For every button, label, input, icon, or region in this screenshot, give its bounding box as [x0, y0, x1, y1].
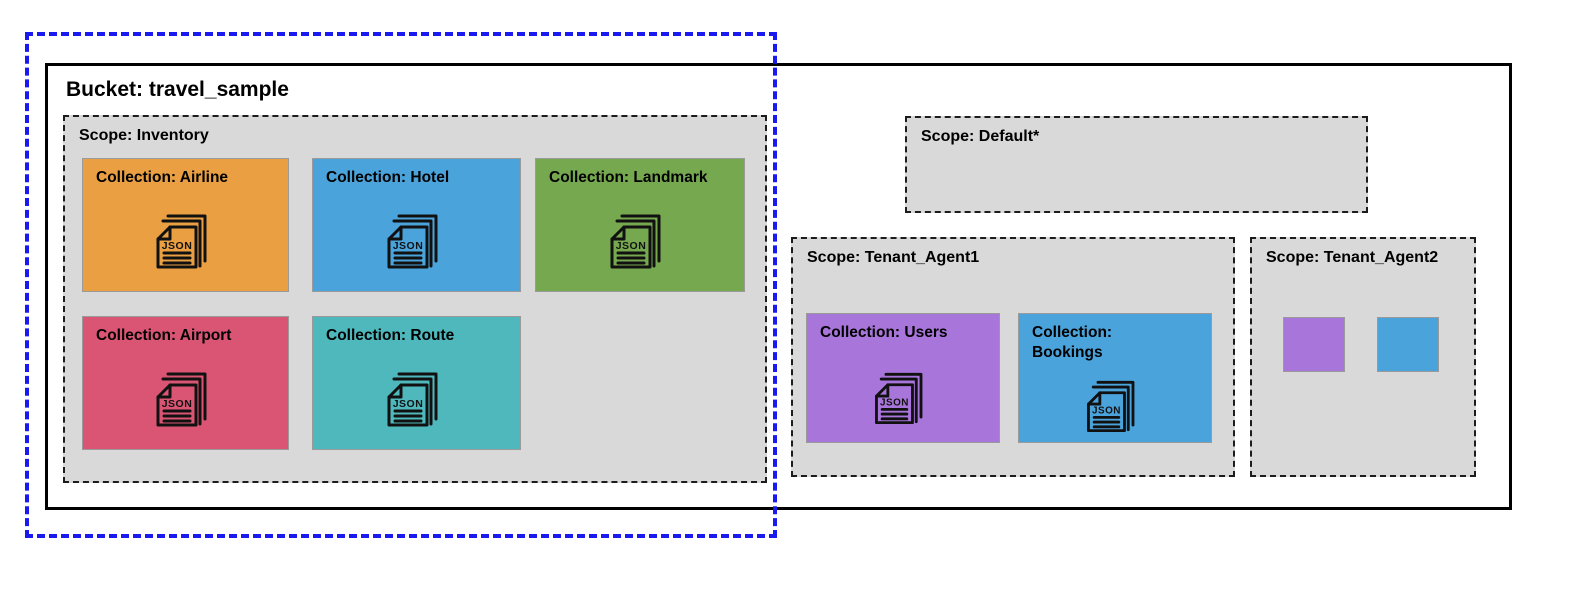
- json-documents-icon: JSON: [867, 362, 939, 439]
- svg-text:JSON: JSON: [880, 398, 909, 409]
- collection-airport-label: Collection: Airport: [96, 327, 232, 344]
- collection-swatch-two[interactable]: [1377, 317, 1439, 372]
- svg-text:JSON: JSON: [392, 240, 423, 252]
- collection-landmark-label: Collection: Landmark: [549, 169, 708, 186]
- json-documents-icon: JSON: [379, 361, 455, 442]
- scope-inventory-label: Scope: Inventory: [79, 127, 209, 144]
- scope-default-label: Scope: Default*: [921, 128, 1040, 145]
- collection-route-label: Collection: Route: [326, 327, 455, 344]
- collection-card-hotel[interactable]: Collection: Hotel JSON: [312, 158, 521, 292]
- scope-tenant-agent1-label: Scope: Tenant_Agent1: [807, 249, 980, 266]
- svg-text:JSON: JSON: [616, 240, 647, 252]
- scope-default[interactable]: Scope: Default*: [905, 116, 1368, 213]
- svg-text:JSON: JSON: [161, 240, 192, 252]
- collection-users-label: Collection: Users: [820, 324, 948, 341]
- json-documents-icon: JSON: [1079, 370, 1151, 447]
- collection-bookings-label: Collection: Bookings: [1032, 324, 1113, 362]
- page-title: Bucket: travel_sample: [66, 78, 289, 101]
- collection-airline-label: Collection: Airline: [96, 169, 229, 186]
- scope-tenant-agent2-label: Scope: Tenant_Agent2: [1266, 249, 1439, 266]
- collection-card-route[interactable]: Collection: Route JSON: [312, 316, 521, 450]
- svg-text:JSON: JSON: [161, 398, 192, 410]
- json-documents-icon: JSON: [602, 203, 678, 284]
- json-documents-icon: JSON: [148, 361, 224, 442]
- collection-card-airport[interactable]: Collection: Airport JSON: [82, 316, 289, 450]
- collection-card-bookings[interactable]: Collection: Bookings JSON: [1018, 313, 1212, 443]
- json-documents-icon: JSON: [379, 203, 455, 284]
- collection-swatch-one[interactable]: [1283, 317, 1345, 372]
- collection-card-airline[interactable]: Collection: Airline JSON: [82, 158, 289, 292]
- svg-text:JSON: JSON: [1092, 406, 1121, 417]
- collection-card-landmark[interactable]: Collection: Landmark JSON: [535, 158, 745, 292]
- svg-text:JSON: JSON: [392, 398, 423, 410]
- json-documents-icon: JSON: [148, 203, 224, 284]
- collection-card-users[interactable]: Collection: Users JSON: [806, 313, 1000, 443]
- collection-hotel-label: Collection: Hotel: [326, 169, 450, 186]
